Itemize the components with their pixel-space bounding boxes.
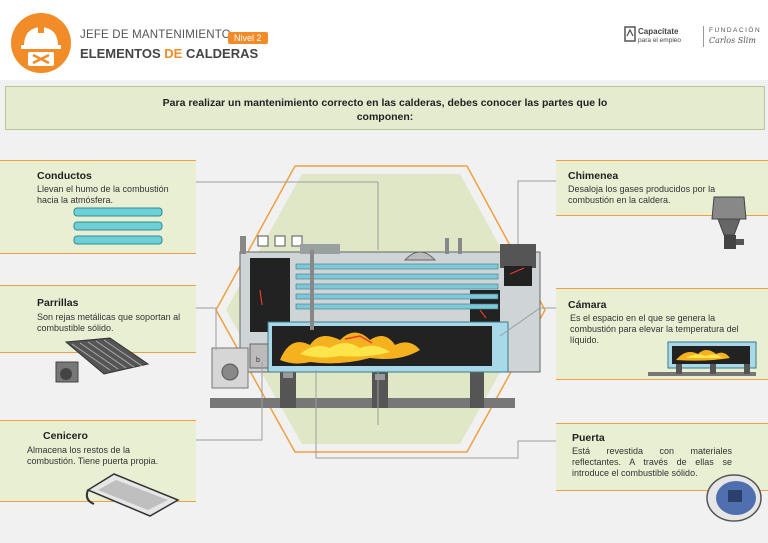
puerta-desc: Está revestida con materiales reflectant… xyxy=(572,446,732,478)
conductos-title: Conductos xyxy=(37,170,92,182)
header xyxy=(0,0,768,80)
puerta-door-icon xyxy=(706,474,762,522)
header-title: JEFE DE MANTENIMIENTO xyxy=(80,29,231,41)
subtitle-part2: CALDERAS xyxy=(182,46,259,61)
intro-banner xyxy=(5,86,765,130)
camara-title: Cámara xyxy=(568,299,607,311)
maintenance-helmet-icon xyxy=(11,13,71,73)
chimenea-desc: Desaloja los gases producidos por la com… xyxy=(568,184,716,205)
capacitate-logo-icon xyxy=(624,26,636,42)
conductos-desc: Llevan el humo de la combustión hacia la… xyxy=(37,184,169,205)
conductos-pipes-icon xyxy=(73,207,163,245)
camara-desc: Es el espacio en el que se genera la com… xyxy=(570,313,739,345)
intro-text: Para realizar un mantenimiento correcto … xyxy=(162,97,608,123)
parrillas-desc: Son rejas metálicas que soportan al comb… xyxy=(37,312,181,333)
panel-cenicero xyxy=(0,420,196,502)
parrillas-title: Parrillas xyxy=(37,297,79,309)
cenicero-title: Cenicero xyxy=(43,430,88,442)
header-subtitle: ELEMENTOS DE CALDERAS xyxy=(80,46,258,61)
camara-chamber-icon xyxy=(648,341,757,376)
parrillas-grate-icon xyxy=(55,337,150,383)
boiler-label-b: b xyxy=(256,357,260,364)
level-badge: Nivel 2 xyxy=(228,32,268,44)
puerta-title: Puerta xyxy=(572,432,605,444)
cenicero-tray-icon xyxy=(85,473,180,517)
subtitle-part1: ELEMENTOS xyxy=(80,46,165,61)
subtitle-accent: DE xyxy=(164,46,183,61)
boiler-illustration: b xyxy=(196,165,556,459)
cenicero-desc: Almacena los restos de la combustión. Ti… xyxy=(27,445,159,466)
chimenea-icon xyxy=(711,196,747,249)
chimenea-title: Chimenea xyxy=(568,170,619,182)
